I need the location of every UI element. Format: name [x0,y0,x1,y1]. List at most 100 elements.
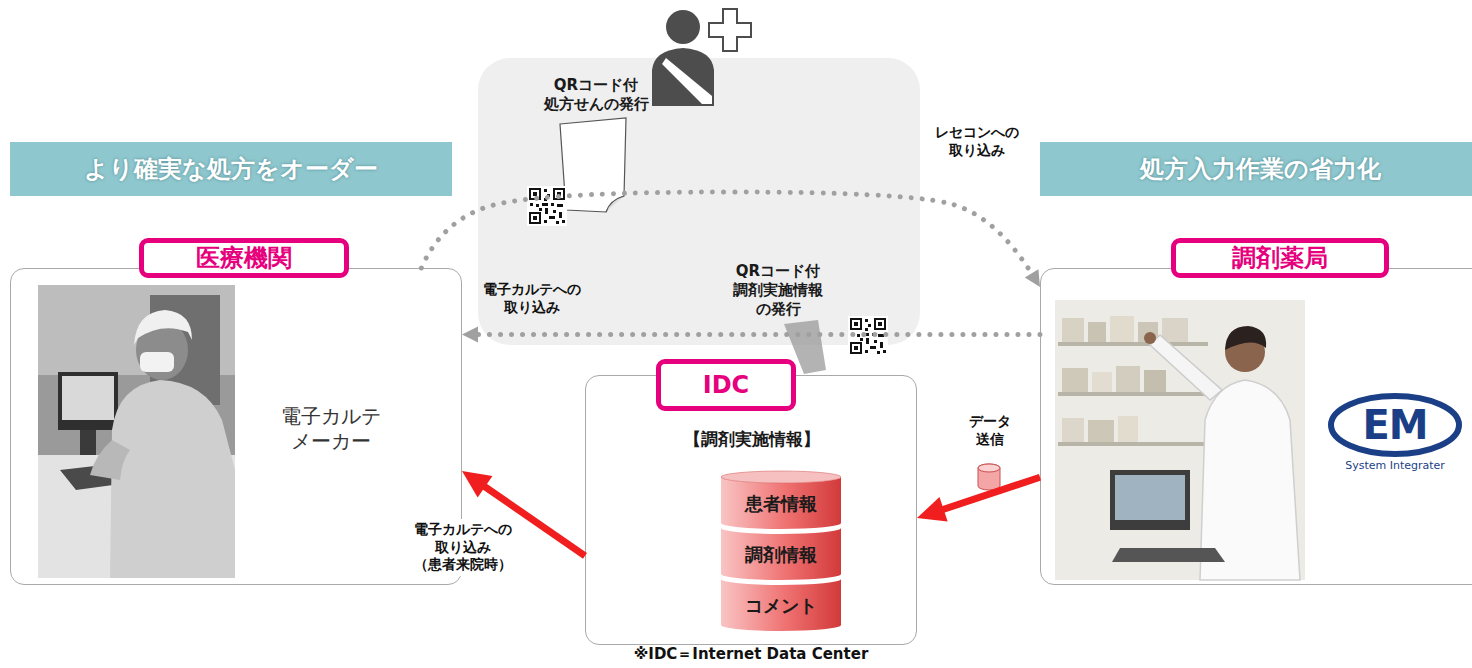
header-band: より確実な処方をオーダー [10,142,452,196]
data-cylinder-icon [978,464,1000,490]
prescription-document [527,118,626,226]
connector-line [474,332,1040,337]
label-holder: レセコンへの 取り込み [929,122,1025,161]
arrowhead [917,497,948,522]
doctor-photo [38,285,235,578]
pharmacist-photo [1225,326,1266,350]
site-box: IDC【調剤実施情報】患者情報調剤情報コメント [585,375,917,645]
data-arrow [917,477,1040,521]
pharmacist-photo [1118,416,1138,442]
arrowhead [462,327,478,343]
pointer-wedge [784,320,826,374]
edge-label: データ 送信 [963,411,1017,450]
cylinder-body [721,528,841,580]
doctor-photo [62,376,114,420]
heading-holder: IDC [656,359,796,411]
node-text: 電子カルテ メーカー [279,404,383,454]
label-holder: 電子カルテへの 取り込み [477,279,587,318]
pharmacist-photo [1110,470,1190,530]
doctor-icon [652,9,751,106]
icon-body [652,48,714,106]
database-segment: 患者情報 [721,471,841,529]
pharmacist-photo [1092,372,1112,392]
node-heading: IDC [656,359,796,411]
arrowhead [462,471,492,498]
band-title: 処方入力作業の省力化 [1140,153,1381,185]
edge-label: 電子カルテへの 取り込み （患者来院時） [408,519,518,576]
node-text: 【調剤実施情報】 [684,428,820,451]
pharmacist-photo [1162,318,1188,342]
arrowhead [1025,269,1040,287]
pharmacist-photo [1062,418,1084,442]
pharmacist-photo [1116,366,1140,392]
icon-cross [709,9,751,51]
data-cylinder-icon [978,464,1000,490]
qr-code [527,186,567,226]
pharmacist-photo [1144,332,1156,344]
pharmacist-photo [1144,370,1166,392]
pharmacist-photo [1150,335,1222,400]
doctor-photo [38,285,235,578]
node-text: QRコード付 調剤実施情報 の発行 [731,262,825,318]
doctor-photo [80,430,96,455]
em-logo-ring [1331,396,1459,454]
band-title: より確実な処方をオーダー [84,153,378,185]
pharmacist-photo [1058,392,1208,396]
label-holder: EM [1362,404,1427,446]
heading-holder: 医療機関 [139,238,349,278]
pharmacist-photo [1062,318,1084,342]
label-holder: System Integrater [1345,459,1445,472]
doctor-photo [110,380,235,578]
edge-label: レセコンへの 取り込み [929,122,1025,161]
node-text: QRコード付 処方せんの発行 [542,76,651,114]
segment-label: コメント [745,594,817,618]
pharmacist-photo [1112,548,1225,562]
database-segment: コメント [721,573,841,631]
dotted-flow [462,327,1040,343]
text-holder: QRコード付 処方せんの発行 [542,76,651,114]
node-heading: 医療機関 [139,238,349,278]
icon-sling [662,58,712,104]
pharmacist-photo [1115,475,1185,520]
doctor-photo [58,372,118,430]
pharmacist-photo [1062,368,1088,392]
label-holder: データ 送信 [963,411,1017,450]
document-curl [606,196,624,212]
edge-label: 電子カルテへの 取り込み [477,279,587,318]
node-heading: 調剤薬局 [1171,238,1389,278]
text-holder: QRコード付 調剤実施情報 の発行 [731,262,825,318]
pharmacist-photo [1110,316,1134,342]
footnote: ※IDC＝Internet Data Center [634,646,869,663]
cylinder-body [721,477,841,529]
logo-subtext: System Integrater [1345,459,1445,472]
header-band: 処方入力作業の省力化 [1040,142,1472,196]
text-holder: 電子カルテ メーカー [279,404,383,454]
connector-line [937,477,1040,511]
pharmacist-photo [1088,420,1114,442]
dotted-flow [421,192,1040,287]
text-holder: 【調剤実施情報】 [684,428,820,451]
pharmacist-photo [1058,442,1208,446]
pharmacist-photo [1055,300,1305,580]
logo-text: EM [1362,404,1427,446]
doctor-photo [140,352,174,372]
em-logo-ring [1331,396,1459,454]
heading-holder: 調剤薬局 [1171,238,1389,278]
pharmacist-photo [1055,300,1305,580]
connector-line [421,192,1033,277]
data-cylinder-icon [978,464,1000,472]
label-holder: ※IDC＝Internet Data Center [634,646,869,663]
pharmacist-photo [1088,322,1106,342]
pharmacist-photo [1058,342,1208,346]
cylinder-body [721,579,841,631]
segment-label: 患者情報 [745,492,817,516]
doctor-photo [134,310,192,345]
cylinder-cap [721,471,841,483]
database-segment: 調剤情報 [721,522,841,580]
label-holder: 電子カルテへの 取り込み （患者来院時） [408,519,518,576]
doctor-photo [90,440,130,480]
segment-label: 調剤情報 [745,543,817,567]
